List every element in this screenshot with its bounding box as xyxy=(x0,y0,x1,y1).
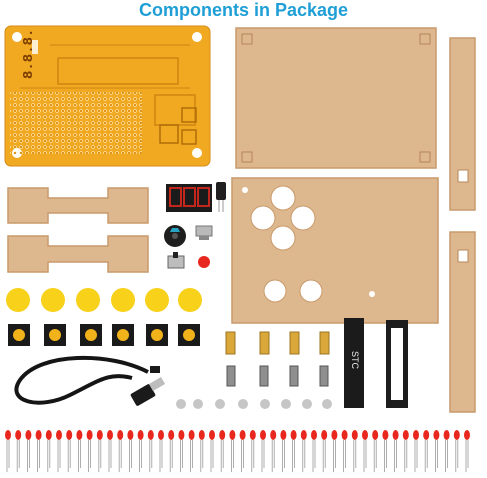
pcb-board: 8.8.8. xyxy=(4,25,211,167)
red-led-bulb xyxy=(137,430,144,440)
red-led-bulb xyxy=(5,430,11,440)
red-led-bulb xyxy=(76,430,83,440)
red-led-bulb xyxy=(372,430,379,440)
red-led-bulb xyxy=(341,430,348,440)
stc-microcontroller: STC xyxy=(344,318,364,408)
red-led-bulb xyxy=(229,430,236,440)
acrylic-top-panel xyxy=(235,27,437,169)
red-led-bulb xyxy=(382,430,389,440)
red-led-bulb xyxy=(433,430,440,440)
red-led-bulb xyxy=(56,430,62,440)
red-led-bulb xyxy=(188,430,195,440)
red-led-bulb xyxy=(66,430,73,440)
brass-standoffs xyxy=(225,331,330,355)
red-led-bulb xyxy=(464,430,470,440)
red-led-bulb xyxy=(45,430,52,440)
red-led-bulb xyxy=(362,430,368,440)
acrylic-bottom-panel xyxy=(231,177,439,324)
seven-segment-display xyxy=(166,184,212,212)
red-led-bulb xyxy=(25,430,32,440)
red-led-bulb xyxy=(86,430,93,440)
red-led-bulb xyxy=(158,430,164,440)
red-led-bulb xyxy=(321,430,328,440)
red-led-bulb xyxy=(392,430,399,440)
led-strip xyxy=(5,430,470,472)
usb-cable xyxy=(14,355,166,406)
red-led-bulb xyxy=(107,430,113,440)
red-led-bulb xyxy=(127,430,134,440)
red-led-bulb xyxy=(351,430,358,440)
page-title: Components in Package xyxy=(138,0,349,20)
red-led-bulb xyxy=(413,430,419,440)
red-led-bulb xyxy=(15,430,22,440)
red-led-bulb xyxy=(219,430,226,440)
red-led-bulb xyxy=(168,430,175,440)
red-led-bulb xyxy=(96,430,103,440)
red-led-bulb xyxy=(117,430,124,440)
red-led-bulb xyxy=(423,430,430,440)
red-led-bulb xyxy=(443,430,450,440)
red-led-bulb xyxy=(198,430,205,440)
ic-socket xyxy=(386,320,408,408)
red-led-bulb xyxy=(280,430,287,440)
buzzer xyxy=(164,225,186,247)
tactile-switches xyxy=(8,324,200,346)
red-led-bulb xyxy=(239,430,246,440)
red-led-bulb xyxy=(311,430,317,440)
display-digits: 8.8.8. xyxy=(21,29,37,79)
red-led-bulb xyxy=(249,430,256,440)
red-led-bulb xyxy=(35,430,42,440)
red-led-bulb xyxy=(331,430,338,440)
acrylic-side-bar-bottom xyxy=(449,231,476,413)
red-led-bulb xyxy=(453,430,460,440)
red-led-bulb xyxy=(260,430,266,440)
electrolytic-capacitor xyxy=(216,182,226,212)
acrylic-spacer-lower xyxy=(7,235,149,273)
red-led-bulb xyxy=(290,430,297,440)
slide-switch xyxy=(167,252,185,269)
svg-text:STC: STC xyxy=(350,351,360,370)
button-caps xyxy=(6,288,202,312)
red-led-bulb xyxy=(209,430,215,440)
acrylic-side-bar-top xyxy=(449,37,476,211)
red-led xyxy=(198,256,210,268)
red-led-bulb xyxy=(270,430,277,440)
mini-usb-socket xyxy=(195,225,213,240)
acrylic-spacer-upper xyxy=(7,187,149,224)
red-led-bulb xyxy=(300,430,307,440)
red-led-bulb xyxy=(178,430,185,440)
red-led-bulb xyxy=(402,430,409,440)
red-led-bulb xyxy=(147,430,154,440)
screws xyxy=(176,365,332,409)
